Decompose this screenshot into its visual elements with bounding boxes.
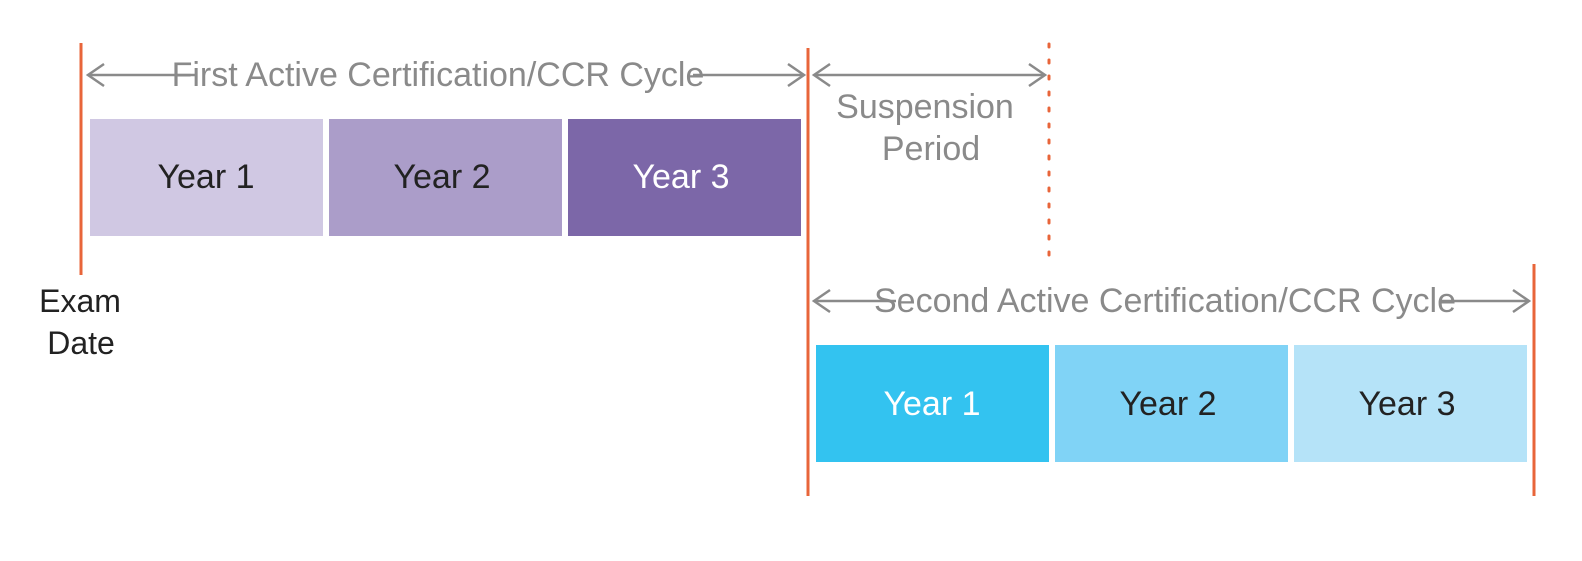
exam-date-label-line1: Exam [39, 283, 121, 319]
first-cycle-arrow [85, 62, 807, 88]
first-cycle-year-1-rect [90, 119, 323, 236]
exam-date-label-line2: Date [47, 325, 115, 361]
first-cycle-year-3-label: Year 3 [632, 158, 729, 196]
first-cycle-year-3-block: Year 3 [568, 119, 801, 236]
first-cycle-year-2-label: Year 2 [393, 158, 490, 196]
suspension-period-label-line1: Suspension [836, 88, 1014, 126]
second-cycle-label: Second Active Certification/CCR Cycle [874, 282, 1456, 320]
second-cycle-year-3-block: Year 3 [1294, 345, 1527, 462]
second-cycle-year-1-rect [816, 345, 1049, 462]
second-cycle-year-3-label: Year 3 [1358, 385, 1455, 423]
second-cycle-year-2-label: Year 2 [1119, 385, 1216, 423]
second-cycle-arrow [811, 288, 1532, 314]
first-cycle-label: First Active Certification/CCR Cycle [172, 56, 705, 94]
second-cycle-year-3-rect [1294, 345, 1527, 462]
first-cycle-year-1-label: Year 1 [157, 158, 254, 196]
second-cycle-year-2-rect [1055, 345, 1288, 462]
suspension-arrow [811, 62, 1048, 88]
suspension-period-label-line2: Period [882, 130, 980, 168]
second-cycle-year-1-block: Year 1 [816, 345, 1049, 462]
first-cycle-year-2-block: Year 2 [329, 119, 562, 236]
second-cycle-year-2-block: Year 2 [1055, 345, 1288, 462]
first-cycle-year-1-block: Year 1 [90, 119, 323, 236]
second-cycle-year-1-label: Year 1 [883, 385, 980, 423]
first-cycle-year-3-rect [568, 119, 801, 236]
first-cycle-year-2-rect [329, 119, 562, 236]
